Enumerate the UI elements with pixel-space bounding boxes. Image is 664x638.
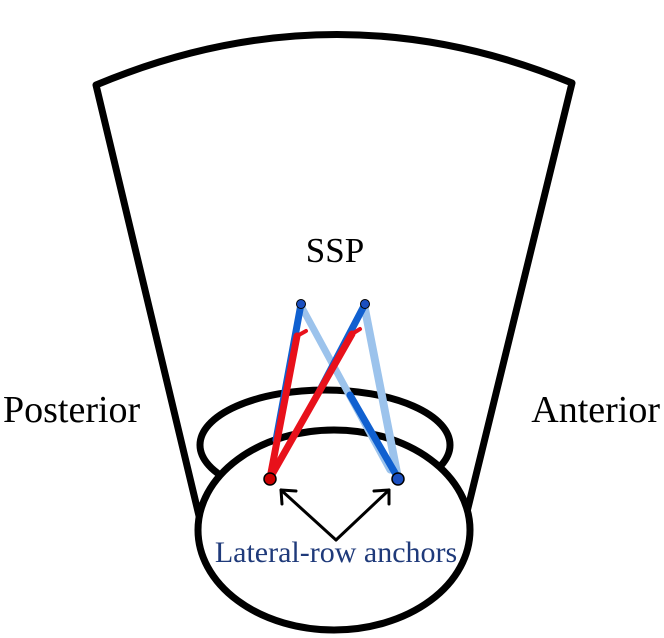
anchor-arrows [279, 488, 391, 542]
lateral-row-anchors-label: Lateral-row anchors [215, 536, 457, 569]
suture-red-tick-left [295, 329, 308, 338]
medial-anchor-posterior [296, 299, 306, 309]
posterior-label: Posterior [3, 389, 141, 431]
suture-light-blue [360, 300, 402, 482]
suture-blue-anterior [346, 391, 402, 482]
suture-red-posterior [266, 332, 301, 482]
anterior-label: Anterior [531, 389, 660, 431]
suture-red-tick-right [350, 327, 362, 336]
ssp-label: SSP [306, 231, 364, 270]
suture-red-cross [266, 330, 356, 482]
lateral-anchor-posterior [263, 472, 277, 486]
fan-outline [92, 31, 576, 524]
medial-anchor-anterior [360, 299, 370, 309]
humeral-head-front [194, 426, 474, 634]
lateral-anchor-anterior [391, 472, 405, 486]
